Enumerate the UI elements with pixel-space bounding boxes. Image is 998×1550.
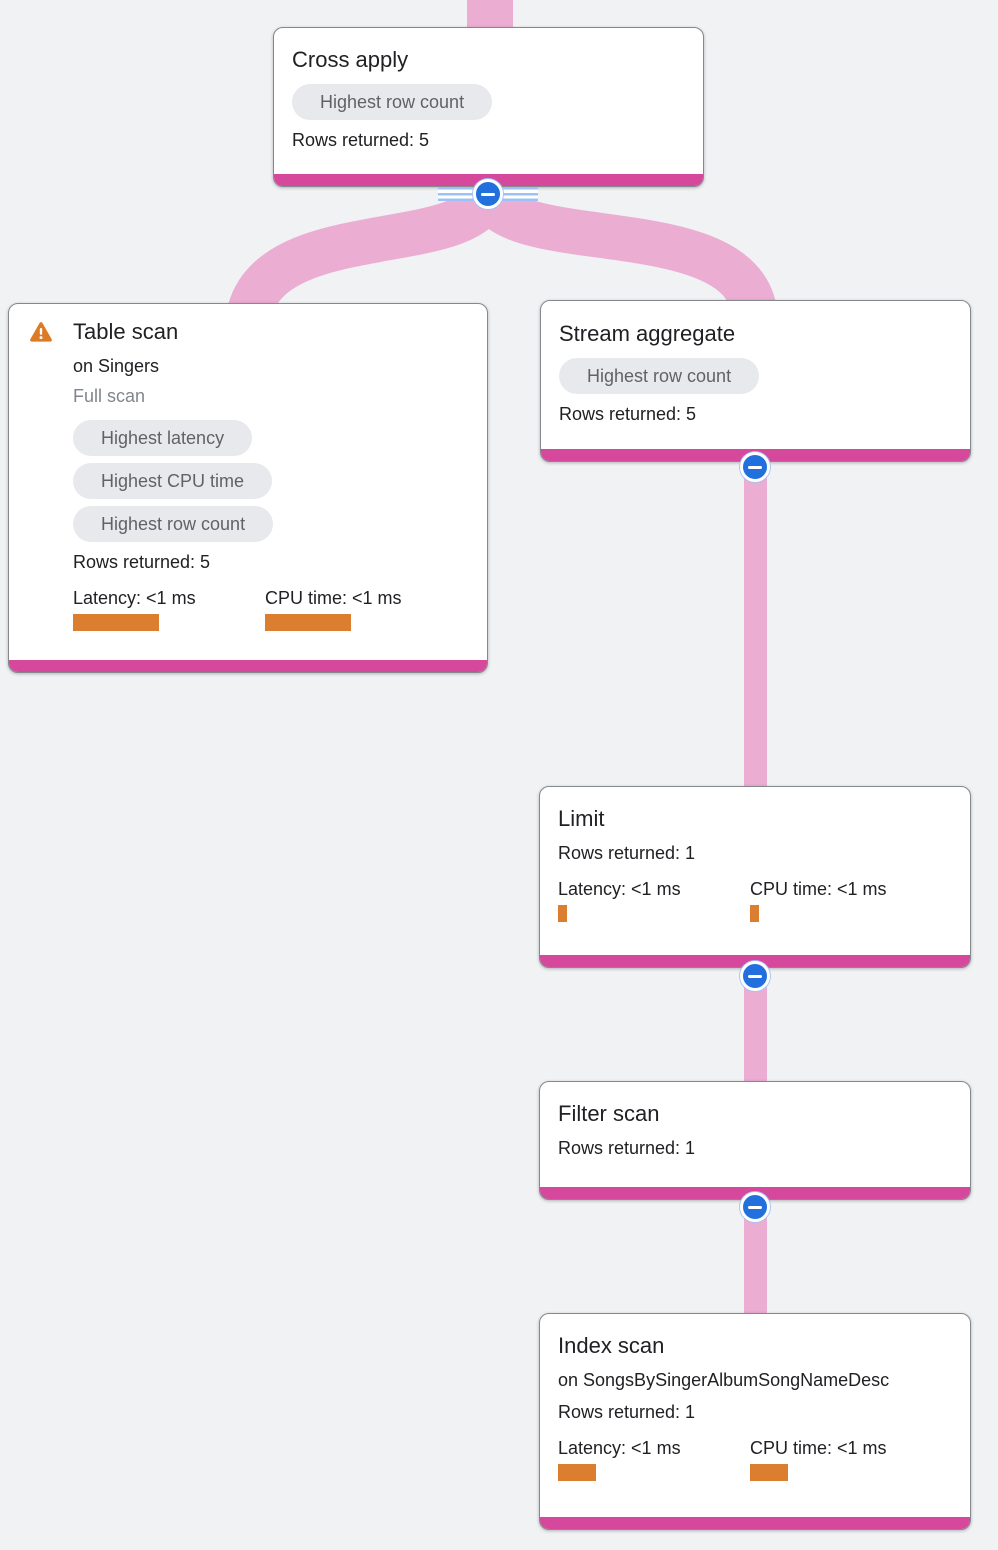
node-title: Stream aggregate [559,321,736,346]
node-note: Full scan [73,386,146,406]
collapse-button-cross-apply[interactable] [473,179,503,209]
latency-bar [558,1464,596,1481]
collapse-button-filter-scan[interactable] [740,1192,770,1222]
cpu-time-label: CPU time: <1 ms [750,1438,887,1458]
cpu-time-bar [750,1464,788,1481]
edge-cross-apply-stream-aggregate [466,183,777,315]
rows-returned-label: Rows returned: 1 [558,843,696,863]
rows-returned-label: Rows returned: 5 [73,552,211,572]
badge-highest-latency: Highest latency [73,420,253,456]
rows-returned-label: Rows returned: 1 [558,1138,696,1158]
collapse-button-stream-aggregate[interactable] [740,452,770,482]
node-filter-scan[interactable]: Filter scan Rows returned: 1 [539,1081,971,1200]
node-accent-bar [540,1517,970,1529]
node-title: Filter scan [558,1101,660,1126]
badge-highest-row-count: Highest row count [559,358,760,394]
latency-label: Latency: <1 ms [558,879,681,899]
node-title: Limit [558,806,605,831]
node-cross-apply[interactable]: Cross apply Highest row count Rows retur… [273,27,704,187]
node-subtitle: on Singers [73,356,160,376]
node-title: Cross apply [292,47,409,72]
node-subtitle: on SongsBySingerAlbumSongNameDesc [558,1370,890,1390]
collapse-button-limit[interactable] [740,961,770,991]
warning-icon [30,322,52,342]
node-accent-bar [9,660,487,672]
node-title: Index scan [558,1333,665,1358]
node-index-scan[interactable]: Index scan on SongsBySingerAlbumSongName… [539,1313,971,1530]
rows-returned-label: Rows returned: 5 [559,404,697,424]
badge-highest-row-count: Highest row count [73,506,274,542]
rows-returned-label: Rows returned: 5 [292,130,430,150]
edge-cross-apply-table-scan [228,183,510,319]
badge-highest-cpu-time: Highest CPU time [73,463,273,499]
latency-label: Latency: <1 ms [558,1438,681,1458]
rows-returned-label: Rows returned: 1 [558,1402,696,1422]
latency-label: Latency: <1 ms [73,588,196,608]
node-limit[interactable]: Limit Rows returned: 1 Latency: <1 ms CP… [539,786,971,968]
badge-highest-row-count: Highest row count [292,84,493,120]
cpu-time-bar [750,905,759,922]
latency-bar [73,614,159,631]
cpu-time-label: CPU time: <1 ms [750,879,887,899]
node-table-scan[interactable]: Table scan on Singers Full scan Highest … [8,303,488,673]
node-title: Table scan [73,319,179,344]
latency-bar [558,905,567,922]
cpu-time-bar [265,614,351,631]
node-stream-aggregate[interactable]: Stream aggregate Highest row count Rows … [540,300,971,462]
cpu-time-label: CPU time: <1 ms [265,588,402,608]
